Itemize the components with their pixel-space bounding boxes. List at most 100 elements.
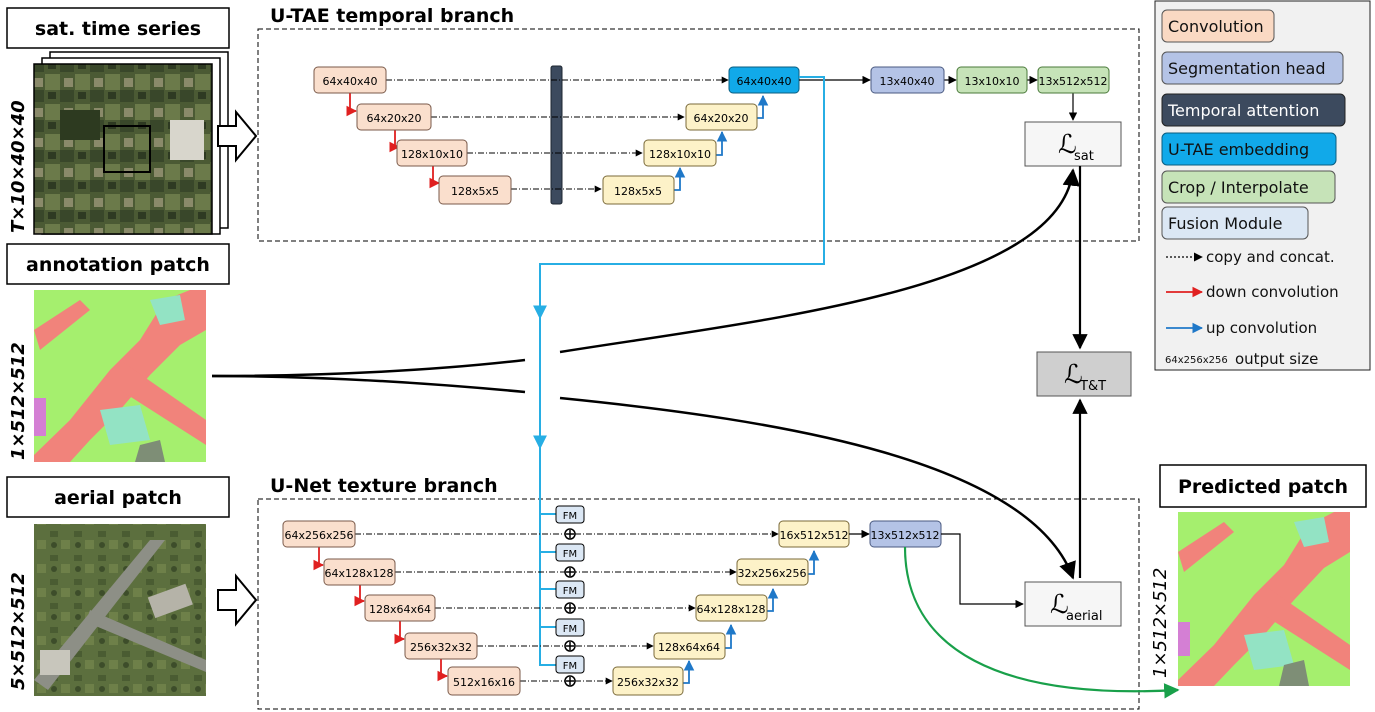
legend-up-label: up convolution: [1206, 319, 1317, 337]
texture-branch-title: U-Net texture branch: [270, 475, 498, 497]
legend-item-utae-embedding: U-TAE embedding: [1161, 132, 1337, 166]
utae-dec-block-3: 128x5x5: [602, 175, 675, 205]
utae-dec-label-3: 128x5x5: [614, 185, 662, 198]
legend-item-fusion-module: Fusion Module: [1161, 206, 1309, 240]
predicted-title-box: Predicted patch: [1159, 464, 1367, 508]
unet-head-label: 13x512x512: [870, 529, 939, 542]
utae-enc-label-2: 128x10x10: [401, 148, 463, 161]
legend-label-2: Temporal attention: [1167, 101, 1319, 120]
temporal-branch-frame: [257, 28, 1140, 242]
annotation-supervision-curves: [211, 168, 1080, 580]
plus-icons: [564, 528, 576, 687]
loss-tt-box: ℒ T&T: [1036, 351, 1132, 397]
annotation-image: [34, 290, 206, 462]
utae-enc-block-0: 64x40x40: [313, 66, 387, 94]
unet-dec-block-3: 128x64x64: [653, 632, 726, 660]
legend-label-5: Fusion Module: [1168, 214, 1282, 233]
predicted-image: [1178, 512, 1350, 686]
sat-title-box: sat. time series: [6, 7, 230, 49]
temporal-attention-bar: [550, 65, 563, 205]
legend-label-1: Segmentation head: [1168, 59, 1325, 78]
utae-seg-head-block: 13x40x40: [870, 66, 945, 94]
sat-input-arrow: [217, 109, 258, 163]
utae-head-chain: [799, 75, 1078, 121]
unet-dec-label-1: 32x256x256: [737, 567, 806, 580]
loss-sat-sub: sat: [1074, 149, 1094, 164]
unet-enc-block-1: 64x128x128: [323, 558, 396, 586]
utae-dec-block-1: 64x20x20: [685, 103, 758, 131]
utae-head-label-1: 13x10x10: [964, 75, 1019, 88]
utae-skip-connections: [386, 76, 729, 193]
loss-aerial-sub: aerial: [1066, 609, 1103, 624]
utae-enc-block-3: 128x5x5: [438, 175, 512, 205]
utae-head-label-0: 13x40x40: [879, 75, 934, 88]
unet-head-to-loss: [941, 533, 1024, 609]
unet-enc-label-3: 256x32x32: [410, 641, 472, 654]
utae-enc-label-0: 64x40x40: [322, 75, 377, 88]
utae-crop-block: 13x10x10: [956, 66, 1028, 94]
fusion-module-2: FM: [555, 580, 585, 599]
legend-copy-label: copy and concat.: [1206, 248, 1335, 266]
utae-dec-label-0: 64x40x40: [736, 75, 791, 88]
unet-enc-block-2: 128x64x64: [364, 594, 436, 622]
unet-enc-block-4: 512x16x16: [447, 666, 521, 696]
sat-dims-label: T×10×40×40: [8, 100, 29, 233]
legend-up-conv: up convolution: [1166, 319, 1317, 337]
legend-down-label: down convolution: [1206, 283, 1339, 301]
legend-item-segmentation-head: Segmentation head: [1161, 51, 1344, 85]
unet-dec-label-2: 64x128x128: [696, 603, 765, 616]
embedding-transfer-line: [533, 76, 825, 666]
predicted-title: Predicted patch: [1178, 476, 1348, 498]
legend-size-sample: 64x256x256: [1165, 355, 1228, 366]
unet-enc-block-3: 256x32x32: [404, 632, 478, 660]
unet-dec-label-0: 16x512x512: [779, 529, 848, 542]
unet-seg-head-block: 13x512x512: [869, 520, 942, 548]
legend-item-temporal-attention: Temporal attention: [1161, 93, 1346, 127]
loss-sat-symbol: ℒ: [1058, 130, 1077, 160]
fusion-module-3: FM: [555, 618, 585, 637]
fm-label-3: FM: [563, 624, 577, 635]
unet-dec-block-0: 16x512x512: [778, 520, 850, 548]
utae-head-label-2: 13x512x512: [1038, 75, 1107, 88]
utae-dec-block-2: 128x10x10: [643, 139, 717, 167]
fusion-module-4: FM: [555, 655, 585, 674]
unet-up-arrows: [683, 549, 820, 684]
unet-dec-block-2: 64x128x128: [695, 594, 768, 622]
aerial-input-arrow: [217, 573, 258, 627]
annotation-title-box: annotation patch: [6, 243, 230, 285]
utae-embedding-block: 64x40x40: [728, 66, 800, 94]
fusion-module-0: FM: [555, 505, 585, 524]
unet-dec-block-1: 32x256x256: [736, 558, 809, 586]
loss-tt-sub: T&T: [1079, 379, 1106, 394]
prediction-curve: [903, 546, 1180, 699]
loss-sat-box: ℒ sat: [1024, 121, 1122, 167]
aerial-dims-label: 5×512×512: [8, 572, 29, 690]
fusion-module-1: FM: [555, 543, 585, 562]
legend-label-3: U-TAE embedding: [1168, 140, 1309, 159]
utae-up-arrows: [674, 94, 769, 191]
sat-title: sat. time series: [35, 18, 201, 40]
loss-aerial-symbol: ℒ: [1050, 590, 1069, 620]
annotation-title: annotation patch: [26, 254, 210, 276]
fm-label-2: FM: [563, 586, 577, 597]
unet-dec-label-3: 128x64x64: [658, 641, 720, 654]
legend-size-label: output size: [1235, 350, 1318, 368]
legend-output-size: 64x256x256 output size: [1165, 350, 1318, 368]
utae-dec-label-2: 128x10x10: [649, 148, 711, 161]
utae-enc-block-1: 64x20x20: [356, 103, 432, 131]
legend-label-0: Convolution: [1168, 17, 1264, 36]
predicted-dims-label: 1×512×512: [1150, 568, 1171, 678]
utae-interp-block: 13x512x512: [1037, 66, 1110, 94]
annotation-dims-label: 1×512×512: [8, 342, 29, 460]
aerial-title: aerial patch: [54, 487, 182, 509]
unet-enc-label-1: 64x128x128: [324, 567, 393, 580]
aerial-title-box: aerial patch: [6, 476, 230, 518]
unet-down-arrows: [313, 547, 449, 682]
legend-copy-concat: copy and concat.: [1166, 248, 1335, 266]
unet-enc-label-2: 128x64x64: [369, 603, 431, 616]
utae-dec-label-1: 64x20x20: [693, 112, 748, 125]
utae-enc-label-3: 128x5x5: [451, 185, 499, 198]
loss-tt-symbol: ℒ: [1064, 360, 1083, 390]
unet-enc-block-0: 64x256x256: [282, 520, 356, 548]
legend-down-conv: down convolution: [1166, 283, 1339, 301]
